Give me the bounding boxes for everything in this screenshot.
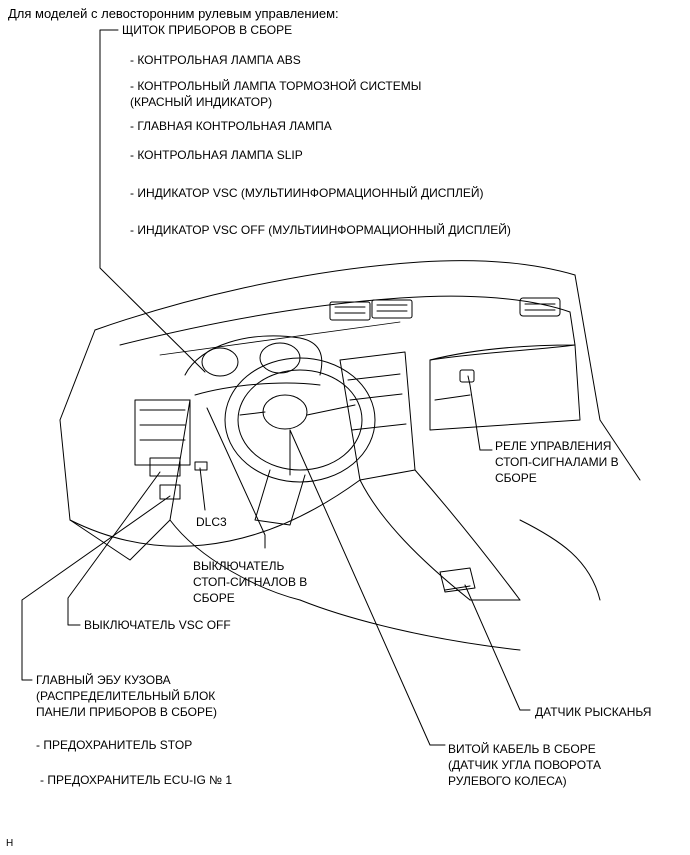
- instrument-cluster-label: ЩИТОК ПРИБОРОВ В СБОРЕ: [122, 23, 293, 37]
- page-title: Для моделей с левосторонним рулевым упра…: [8, 6, 339, 21]
- brake-warning-light-note: (КРАСНЫЙ ИНДИКАТОР): [130, 95, 273, 109]
- switch-line-2: СТОП-СИГНАЛОВ В: [193, 575, 308, 589]
- abs-warning-light: - КОНТРОЛЬНАЯ ЛАМПА ABS: [130, 53, 301, 67]
- vsc-off-switch-label: ВЫКЛЮЧАТЕЛЬ VSC OFF: [84, 618, 231, 632]
- spiral-line-2: (ДАТЧИК УГЛА ПОВОРОТА: [448, 758, 602, 772]
- spiral-line-3: РУЛЕВОГО КОЛЕСА): [448, 774, 567, 788]
- brake-warning-light: - КОНТРОЛЬНЫЙ ЛАМПА ТОРМОЗНОЙ СИСТЕМЫ: [130, 79, 422, 93]
- fuse-stop: - ПРЕДОХРАНИТЕЛЬ STOP: [36, 738, 193, 752]
- ecu-line-1: ГЛАВНЫЙ ЭБУ КУЗОВА: [36, 673, 171, 687]
- spiral-line-1: ВИТОЙ КАБЕЛЬ В СБОРЕ: [448, 742, 596, 756]
- relay-line-1: РЕЛЕ УПРАВЛЕНИЯ: [495, 439, 612, 453]
- yaw-sensor-label: ДАТЧИК РЫСКАНЬЯ: [535, 705, 652, 719]
- ecu-line-2: (РАСПРЕДЕЛИТЕЛЬНЫЙ БЛОК: [36, 689, 216, 703]
- relay-line-2: СТОП-СИГНАЛАМИ В: [495, 455, 619, 469]
- switch-line-1: ВЫКЛЮЧАТЕЛЬ: [193, 559, 285, 573]
- master-warning-light: - ГЛАВНАЯ КОНТРОЛЬНАЯ ЛАМПА: [130, 119, 332, 133]
- fuse-ecu-ig: - ПРЕДОХРАНИТЕЛЬ ECU-IG № 1: [40, 773, 233, 787]
- relay-line-3: СБОРЕ: [495, 471, 537, 485]
- slip-indicator-light: - КОНТРОЛЬНАЯ ЛАМПА SLIP: [130, 148, 303, 162]
- switch-line-3: СБОРЕ: [193, 591, 235, 605]
- leader-lines: [21, 29, 531, 746]
- vsc-off-indicator: - ИНДИКАТОР VSC OFF (МУЛЬТИИНФОРМАЦИОННЫ…: [130, 223, 511, 237]
- vsc-indicator: - ИНДИКАТОР VSC (МУЛЬТИИНФОРМАЦИОННЫЙ ДИ…: [130, 186, 484, 200]
- dlc3-label: DLC3: [196, 515, 227, 529]
- corner-mark: H: [6, 838, 14, 849]
- ecu-line-3: ПАНЕЛИ ПРИБОРОВ В СБОРЕ): [36, 705, 217, 719]
